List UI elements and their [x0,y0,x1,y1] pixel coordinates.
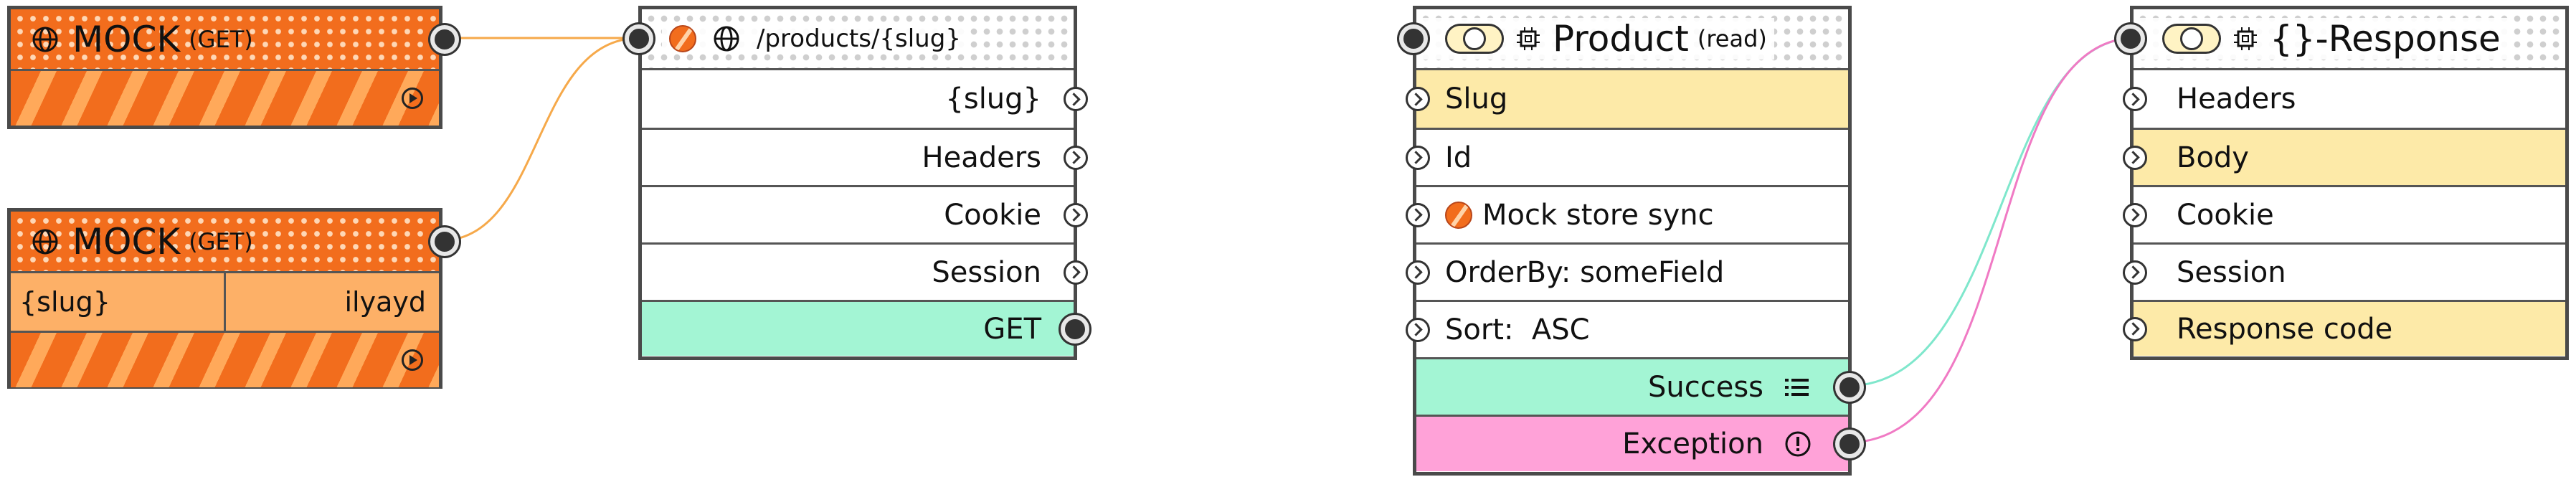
globe-icon [32,27,58,52]
response-row-label: Cookie [2177,198,2274,232]
mock-output-port[interactable] [430,24,459,54]
product-input-port[interactable] [1399,24,1428,53]
response-row-headers: Headers [2123,70,2565,128]
response-header[interactable]: {}-Response [2116,9,2565,70]
play-icon[interactable] [402,349,423,371]
response-row-input-port[interactable] [2123,260,2147,285]
mock-node-1[interactable]: MOCK (GET) [7,6,459,129]
mock-method: (GET) [189,25,253,53]
play-icon[interactable] [402,88,423,109]
route-input-port[interactable] [625,24,653,53]
product-row-input-port[interactable] [1406,260,1430,285]
route-row-headers: Headers [642,128,1088,185]
wire-success-to-response [1847,37,2136,387]
success-output-port[interactable] [1835,372,1864,402]
exception-output-port[interactable] [1835,430,1864,458]
product-row-success: Success [1416,357,1864,415]
mock-param-key[interactable]: {slug} [19,286,110,318]
response-row-response-code: Response code [2123,300,2565,356]
success-label: Success [1647,370,1763,404]
response-row-label: Body [2177,141,2249,174]
route-row-output-port[interactable] [1064,202,1088,227]
globe-icon [32,229,58,254]
response-row-input-port[interactable] [2123,145,2147,170]
mock-footer [11,331,439,387]
route-path: /products/{slug} [757,24,961,53]
response-row-input-port[interactable] [2123,316,2147,341]
route-row-output-port[interactable] [1064,260,1088,285]
response-row-body: Body [2123,128,2565,185]
response-row-session: Session [2123,242,2565,300]
response-row-input-port[interactable] [2123,202,2147,227]
route-header[interactable]: /products/{slug} [625,9,1074,70]
product-row-input-port[interactable] [1406,145,1430,170]
product-row-label: Sort: ASC [1445,313,1590,346]
response-node[interactable]: {}-Response Headers Body Cookie Session … [2116,6,2569,360]
mock-icon [1445,201,1472,229]
product-node[interactable]: Product (read) Slug Id Mock store sync O… [1399,6,1864,476]
route-node[interactable]: /products/{slug} {slug} Headers Cookie S… [625,6,1089,360]
mock-icon [669,25,696,52]
mock-title: MOCK [72,220,181,263]
product-row-sort: Sort: ASC [1406,300,1848,357]
mock-title: MOCK [72,18,181,60]
route-row-label: {slug} [945,82,1041,115]
response-input-port[interactable] [2116,24,2145,53]
wire-exception-to-response [1847,37,2136,444]
route-row-get: GET [642,300,1089,356]
list-icon [1785,378,1809,396]
enable-toggle[interactable] [2162,24,2221,54]
globe-icon [714,26,739,52]
mock-node-header[interactable]: MOCK (GET) [11,9,459,71]
product-row-label: Slug [1445,82,1508,115]
mock-param-value[interactable]: ilyayd [344,286,427,318]
route-row-session: Session [642,242,1088,300]
wire-mock2-to-route [438,37,640,242]
product-row-mock-store-sync: Mock store sync [1406,185,1848,242]
route-method-label: GET [983,312,1041,346]
product-row-orderby: OrderBy: someField [1406,242,1848,300]
enable-toggle[interactable] [1445,24,1504,54]
mock-node-header[interactable]: MOCK (GET) [11,212,459,273]
mock-node-2[interactable]: MOCK (GET) {slug} ilyayd [7,208,459,389]
route-row-label: Session [932,255,1041,289]
mock-param-row: {slug} ilyayd [11,273,439,331]
product-mode: (read) [1697,25,1767,52]
product-row-label: Mock store sync [1482,198,1714,232]
route-row-output-port[interactable] [1064,145,1088,170]
response-row-cookie: Cookie [2123,185,2565,242]
product-row-slug: Slug [1406,70,1848,128]
response-row-label: Headers [2177,82,2296,115]
route-row-label: Cookie [944,198,1041,232]
product-header[interactable]: Product (read) [1399,9,1848,70]
product-row-exception: Exception [1416,415,1864,471]
mock-method: (GET) [189,227,253,255]
route-get-output-port[interactable] [1061,314,1089,344]
response-row-label: Session [2177,255,2286,289]
product-row-label: Id [1445,141,1472,174]
mock-output-port[interactable] [430,227,459,256]
response-row-label: Response code [2177,312,2393,346]
route-row-label: Headers [922,141,1041,174]
mock-footer [11,71,439,126]
route-row-slug: {slug} [642,70,1088,128]
alert-icon [1785,431,1811,457]
product-title: Product [1553,18,1689,60]
response-row-input-port[interactable] [2123,87,2147,111]
response-title: {}-Response [2270,18,2501,60]
chip-icon [2234,27,2257,50]
route-row-cookie: Cookie [642,185,1088,242]
product-row-label: OrderBy: someField [1445,255,1725,289]
exception-label: Exception [1622,427,1763,460]
product-row-input-port[interactable] [1406,87,1430,111]
route-row-output-port[interactable] [1064,87,1088,111]
product-row-id: Id [1406,128,1848,185]
product-row-input-port[interactable] [1406,317,1430,342]
chip-icon [1517,27,1540,50]
product-row-input-port[interactable] [1406,202,1430,227]
